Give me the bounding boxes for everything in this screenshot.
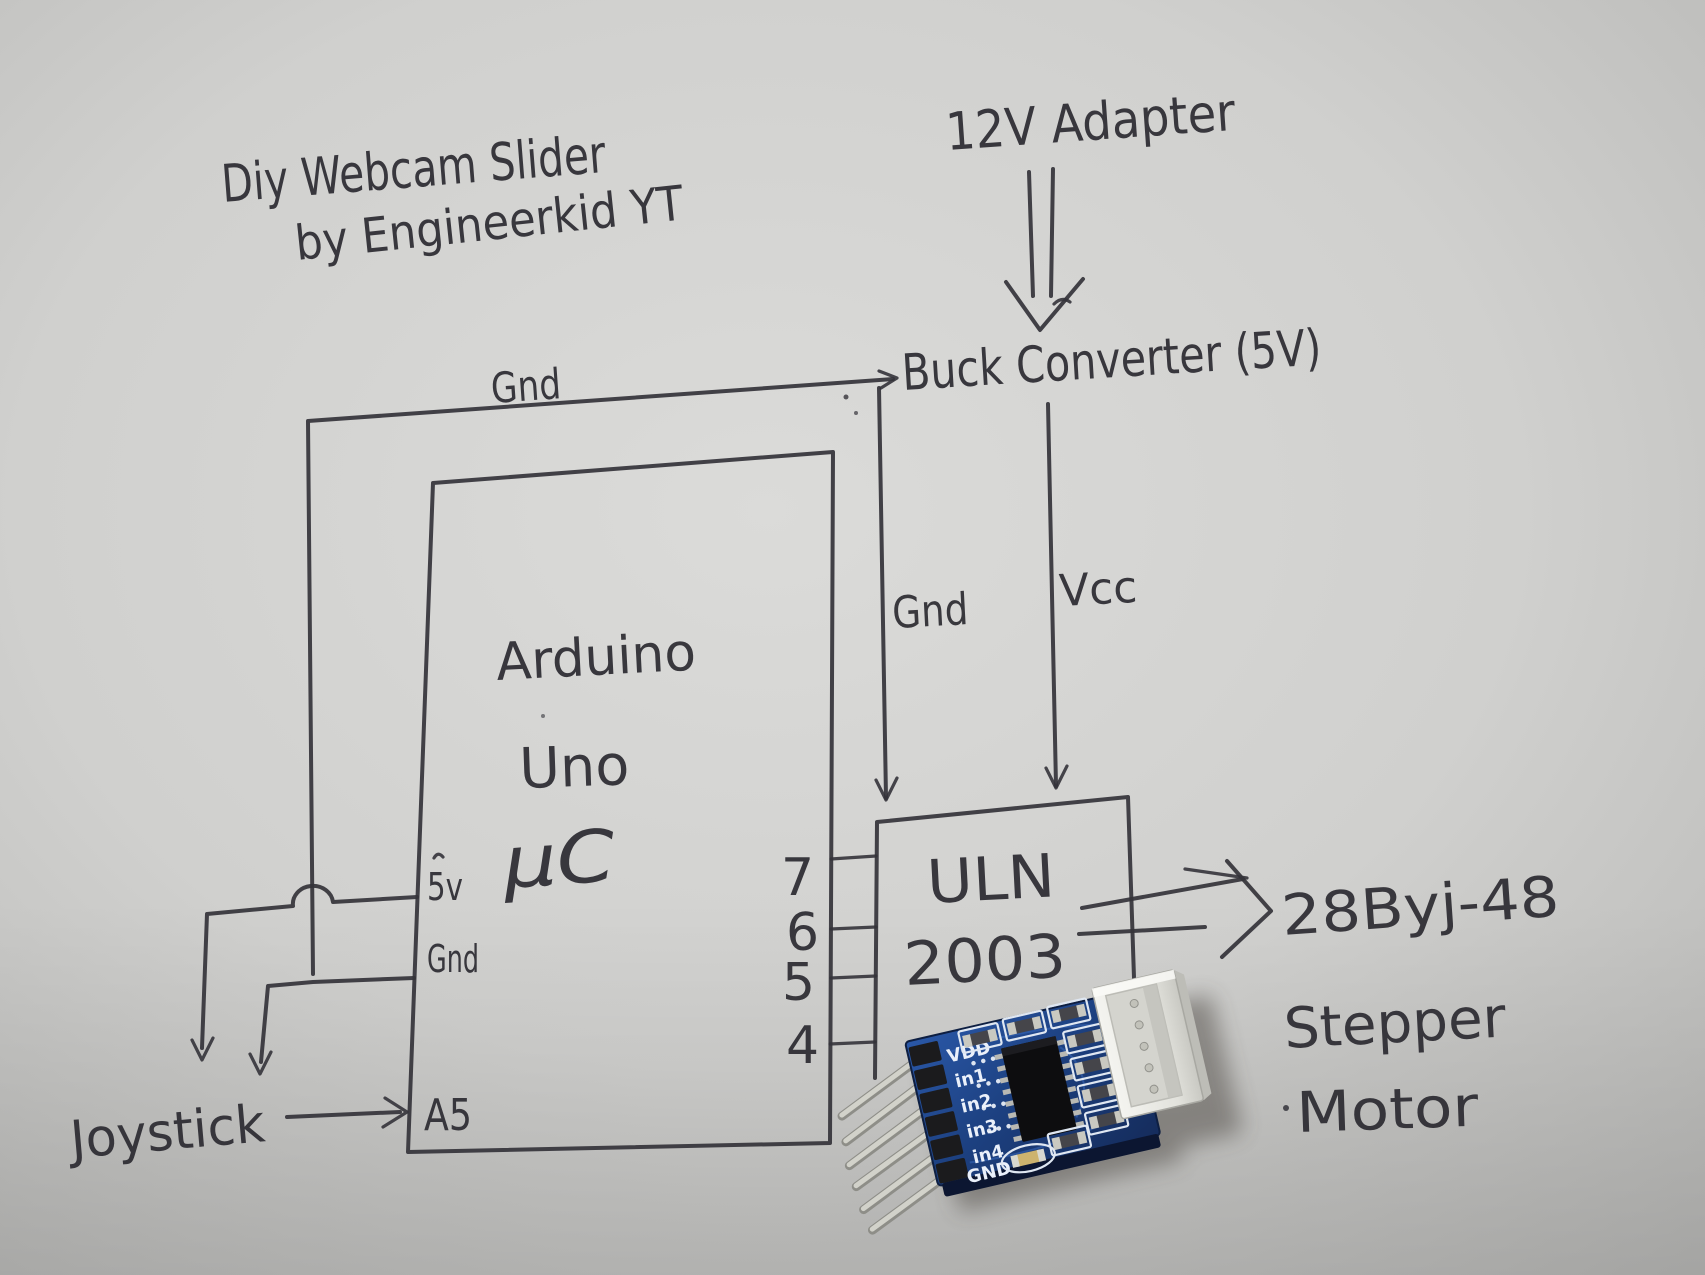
stepper-label-line2: Stepper	[1282, 985, 1508, 1062]
digital-pin-stubs	[828, 854, 878, 1046]
gnd-top-wire	[306, 369, 899, 976]
uln-label-line1: ULN	[925, 841, 1056, 918]
wire-gnd-arrowhead	[248, 1050, 273, 1076]
pcb-connector-pins	[1129, 998, 1159, 1094]
paper-bottom-shade	[0, 900, 1705, 1275]
pcb-connector	[1091, 969, 1212, 1120]
uln-label-line2: 2003	[902, 922, 1067, 1000]
wire-5v-arrowhead	[190, 1036, 215, 1062]
wire-gnd-to-joystick	[259, 976, 416, 1064]
pcb-pin-bases	[908, 1041, 969, 1184]
digital-pin-6-label: 6	[786, 903, 819, 963]
arduino-label-line2: Uno	[518, 733, 630, 802]
adapter-to-buck-arrow	[1004, 167, 1085, 332]
arduino-label-line3: µC	[499, 813, 619, 905]
vcc-wire	[1044, 402, 1069, 790]
gnd-mid-wire	[874, 386, 899, 802]
circuit-ink	[190, 167, 1289, 1154]
digital-pin-4-label: 4	[786, 1016, 819, 1076]
pcb-ic	[994, 1035, 1085, 1142]
digital-pin-5-label: 5	[782, 953, 815, 1013]
stepper-label-line3: Motor	[1295, 1075, 1480, 1146]
stray-ink-marks	[432, 297, 1289, 1111]
pcb-connector-side	[1173, 969, 1212, 1101]
wire-5v-to-joystick	[200, 883, 419, 1050]
pcb-gnd-oval-resistor	[1000, 1143, 1056, 1174]
handwritten-text: Diy Webcam Slider by Engineerkid YT 12V …	[65, 83, 1561, 1171]
uln-box	[873, 795, 1137, 1080]
uln-to-stepper-arrow	[1077, 859, 1273, 959]
arduino-label-line1: Arduino	[495, 623, 698, 693]
arduino-pin-a5-label: A5	[424, 1090, 472, 1141]
arduino-box	[406, 450, 835, 1154]
pcb-board-side-edge	[942, 1134, 1161, 1197]
arduino-pin-5v-label: 5v	[427, 865, 463, 909]
gnd-mid-label: Gnd	[891, 584, 970, 639]
pcb-pad-dots	[971, 1056, 1016, 1156]
arduino-pin-gnd-label: Gnd	[427, 937, 479, 981]
digital-pin-7-label: 7	[781, 848, 814, 908]
vcc-label: Vcc	[1058, 562, 1139, 617]
pcb-module: VDD in1 in2 in3 in4 GND	[837, 969, 1212, 1235]
gnd-top-label: Gnd	[489, 359, 562, 413]
joystick-to-a5-arrow	[285, 1096, 409, 1129]
